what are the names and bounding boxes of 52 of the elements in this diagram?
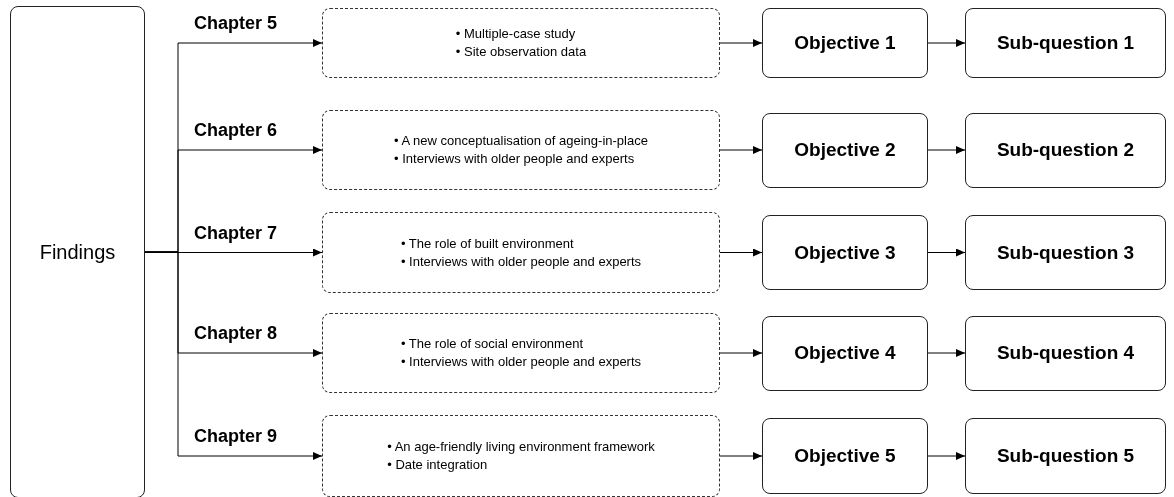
- arrow: [144, 251, 323, 460]
- bullet-item: • Interviews with older people and experts: [400, 252, 642, 271]
- dashed-box: [322, 212, 720, 293]
- bullet-item: • The role of built environment: [400, 234, 575, 253]
- arrow: [719, 452, 763, 460]
- dashed-box: [322, 313, 720, 393]
- bullet-item: • The role of social environment: [400, 335, 584, 353]
- edge-label: Chapter 6: [192, 120, 280, 141]
- process-box: [762, 214, 928, 291]
- arrow: [927, 39, 966, 47]
- process-box: [762, 8, 928, 78]
- box-label: Sub-question 1: [996, 32, 1135, 54]
- box-label: Objective 1: [794, 32, 896, 54]
- box-label: Objective 4: [794, 342, 896, 364]
- edge-label: Chapter 5: [192, 13, 280, 34]
- edge-label: Chapter 9: [192, 426, 280, 447]
- dashed-box: [322, 8, 720, 78]
- process-box: [965, 8, 1166, 78]
- arrow: [927, 146, 966, 154]
- box-label: Findings: [39, 240, 116, 264]
- box-label: Objective 2: [794, 139, 896, 161]
- process-box: [965, 112, 1166, 188]
- arrow: [719, 39, 763, 47]
- edge-label: Chapter 8: [192, 323, 280, 344]
- bullet-item: • Date integration: [387, 456, 489, 474]
- arrow: [719, 248, 763, 257]
- bullet-item: • An age-friendly living environment framework: [387, 438, 655, 456]
- box-label: Objective 5: [794, 445, 896, 467]
- arrow: [927, 349, 966, 357]
- process-box: [965, 315, 1166, 391]
- box-label: Sub-question 5: [996, 445, 1135, 467]
- process-box: [762, 112, 928, 188]
- dashed-box: [322, 415, 720, 497]
- process-box: [762, 418, 928, 494]
- bullet-item: • Multiple-case study: [455, 25, 577, 43]
- box-label: Sub-question 4: [996, 342, 1135, 364]
- box-label: Objective 3: [794, 241, 896, 264]
- box-label: Sub-question 2: [996, 139, 1135, 161]
- box-label: Sub-question 3: [996, 241, 1135, 264]
- arrow: [927, 452, 966, 460]
- process-box: [965, 418, 1166, 494]
- process-box: [965, 214, 1166, 291]
- bullet-item: • Interviews with older people and experts: [394, 150, 636, 168]
- process-box: [10, 6, 145, 497]
- arrow: [719, 146, 763, 154]
- process-box: [762, 315, 928, 391]
- bullet-item: • Site observation data: [455, 43, 587, 61]
- bullet-item: • A new conceptualisation of ageing-in-place: [394, 132, 648, 150]
- arrow: [927, 248, 966, 257]
- bullet-item: • Interviews with older people and experts: [400, 353, 642, 371]
- dashed-box: [322, 110, 720, 190]
- arrow: [719, 349, 763, 357]
